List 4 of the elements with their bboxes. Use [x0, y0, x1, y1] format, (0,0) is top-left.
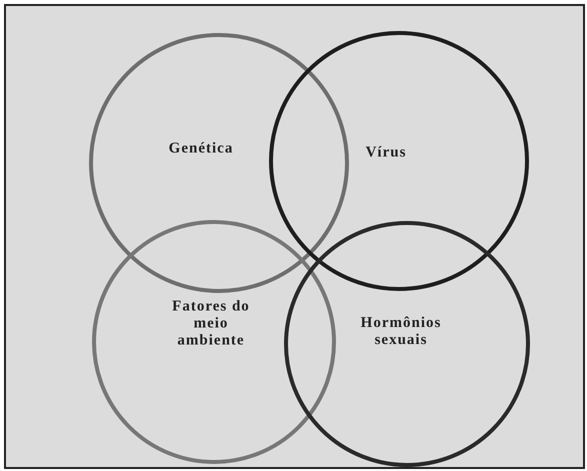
circle-label: Genética [168, 140, 234, 158]
circle-label: Vírus [364, 144, 408, 162]
circle-label: Hormônios sexuais [360, 315, 442, 349]
circle-label: Fatores do meio ambiente [171, 298, 251, 350]
